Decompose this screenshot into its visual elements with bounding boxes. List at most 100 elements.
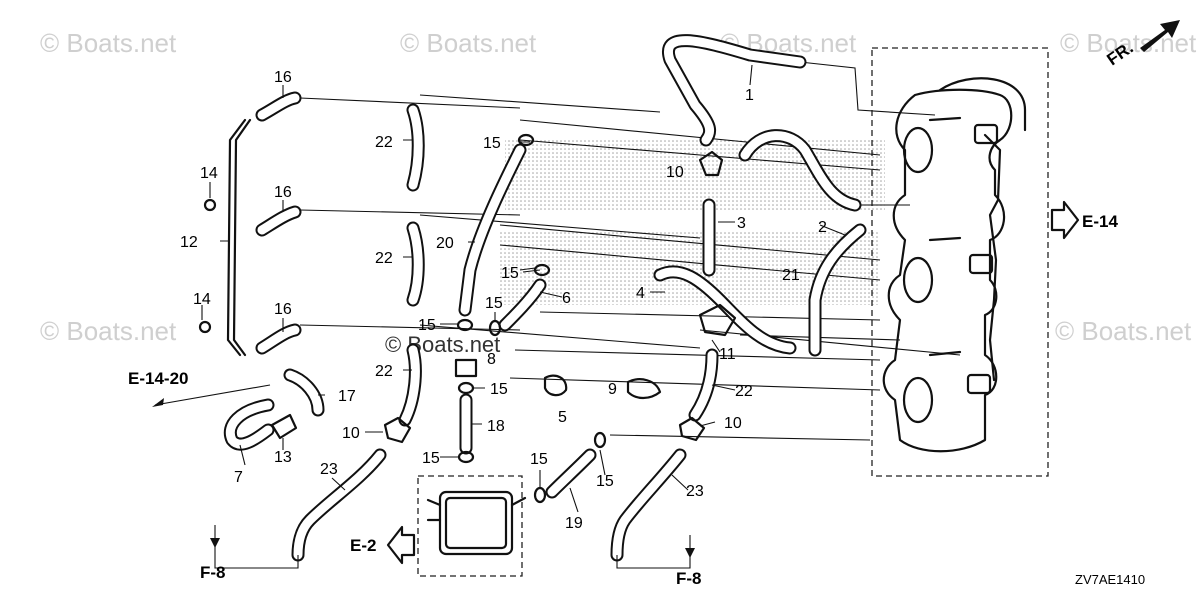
watermark-text: © Boats.net [400,28,537,58]
watermark-text: © Boats.net [40,316,177,346]
callout-15: 15 [530,451,548,468]
clamp-15 [533,486,547,504]
e2-dashed-box [417,475,523,577]
callout-10-left: 10 [342,425,360,442]
callout-15: 15 [596,473,614,490]
joint-10-upper [698,150,724,177]
callout-6: 6 [562,290,571,307]
callout-10-upper: 10 [666,164,684,181]
hose-21 [808,223,867,357]
hose-parts [223,34,867,562]
e14-20-arrowhead-icon [152,398,164,407]
callout-14-lower: 14 [193,291,211,308]
callout-9: 9 [608,381,617,398]
callout-22-right: 22 [735,383,753,400]
callout-labels: 1 2 3 4 5 6 7 8 9 10 10 10 11 12 13 14 1… [180,69,827,532]
hose-22-lower [398,343,422,427]
e14-arrow-icon [1050,200,1080,240]
joint-11 [698,303,737,337]
callout-4: 4 [636,285,645,302]
callout-5: 5 [558,409,567,426]
callout-10-right: 10 [724,415,742,432]
callout-16-lower: 16 [274,301,292,318]
ref-e14-20: E-14-20 [128,369,188,388]
callout-21: 21 [782,267,800,284]
callout-11: 11 [719,346,736,363]
hose-23-left [291,448,387,562]
callout-23-left: 23 [320,461,338,478]
small-parts [198,133,737,577]
callout-18: 18 [487,418,505,435]
clamp-15 [533,263,551,277]
callout-17: 17 [338,388,356,405]
bolt-14-lower [198,320,212,334]
callout-13: 13 [274,449,292,466]
callout-1: 1 [745,87,754,104]
callout-22-middle: 22 [375,250,393,267]
ref-f8-right: F-8 [676,569,702,588]
hose-16-middle [255,205,302,237]
clamp-15 [593,431,607,449]
diagram-code: ZV7AE1410 [1075,572,1145,587]
clamp-15 [457,381,475,395]
pipe-12 [226,118,252,357]
clip-9 [626,378,662,400]
reference-arrows: E-14 E-14-20 E-2 F-8 F-8 [128,200,1118,588]
callout-15: 15 [490,381,508,398]
callout-19: 19 [565,515,583,532]
callout-12: 12 [180,234,198,251]
callout-15: 15 [485,295,503,312]
joint-10-left [383,416,412,444]
e2-arrow-icon [386,525,416,565]
clamp-15 [457,450,475,464]
callout-16-upper: 16 [274,69,292,86]
callout-7: 7 [234,469,243,486]
watermark-text-center: © Boats.net [385,332,500,357]
clip-5 [543,374,568,397]
watermark-text: © Boats.net [40,28,177,58]
ref-e2: E-2 [350,536,376,555]
callout-2: 2 [818,219,827,236]
hose-22-right [688,348,719,422]
hose-23-right [610,448,687,562]
clamp-15 [517,133,535,147]
hose-20 [458,143,527,317]
joint-10-right [678,416,706,442]
hose-16-upper [255,91,302,122]
e14-20-leader [154,384,271,406]
callout-15: 15 [501,265,519,282]
callout-22-upper: 22 [375,134,393,151]
engine-block [871,47,1049,477]
filter-13 [270,413,298,440]
callout-leaders [201,64,846,513]
callout-15: 15 [418,317,436,334]
hose-22-middle [406,221,425,307]
ref-e14: E-14 [1082,212,1118,231]
bolt-14-upper [203,198,217,212]
arrow-icon [1140,20,1180,52]
hose-16-lower [255,323,302,355]
f8-right-arrowhead-icon [685,548,695,558]
hose-4 [653,265,797,355]
callout-15: 15 [483,135,501,152]
callout-16-middle: 16 [274,184,292,201]
hose-19 [545,448,597,499]
clamp-15 [456,318,474,332]
hose-17 [283,368,325,417]
callout-23-right: 23 [686,483,704,500]
f8-right-leader [616,535,691,569]
ref-f8-left: F-8 [200,563,226,582]
callout-8: 8 [487,351,496,368]
f8-left-leader [214,525,299,569]
dotted-logo-block [500,140,885,305]
hose-7 [223,398,275,451]
hose-6 [498,278,547,332]
hose-2 [738,129,862,212]
callout-15: 15 [422,450,440,467]
fuel-filter-unit [426,490,527,556]
callout-22-lower: 22 [375,363,393,380]
watermark-text: © Boats.net [1055,316,1192,346]
hose-22-upper [406,103,425,192]
hose-1 [662,34,807,147]
